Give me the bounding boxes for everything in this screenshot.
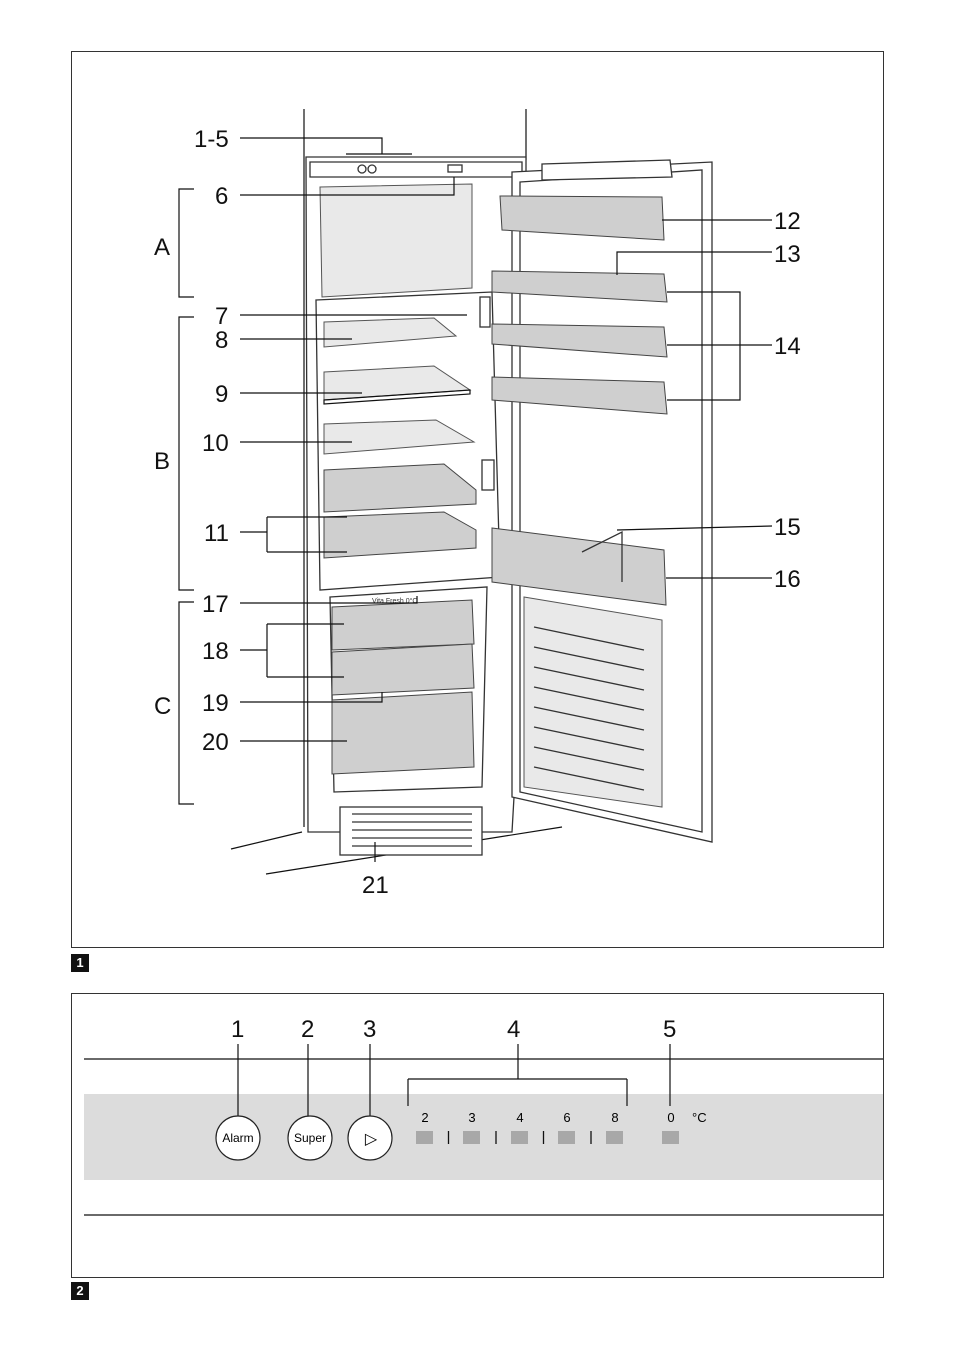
temp-scale-label-2: 2 [421, 1110, 428, 1125]
label-10: 10 [202, 430, 229, 457]
callout-4: 4 [507, 1016, 520, 1043]
zone-label-c: C [154, 693, 171, 720]
floor-line-left [230, 831, 303, 850]
temp-indicator-4 [511, 1131, 528, 1144]
temp-indicator-3 [463, 1131, 480, 1144]
temperature-scale: 2 3 4 6 8 [416, 1110, 623, 1144]
light-7 [479, 296, 491, 328]
appliance-door [491, 159, 713, 843]
vita-fresh-drawer-lower [331, 643, 475, 696]
label-20: 20 [202, 729, 229, 756]
temp-indicator-6 [558, 1131, 575, 1144]
temp-scale-label-8: 8 [611, 1110, 618, 1125]
zone-label-a: A [154, 234, 170, 261]
temp-scale-label-3: 3 [468, 1110, 475, 1125]
bracket-zone-a [178, 188, 194, 298]
temp-indicator-2 [416, 1131, 433, 1144]
zero-temp-indicator [662, 1131, 679, 1144]
bracket-zone-c [178, 601, 194, 805]
label-7: 7 [215, 303, 228, 330]
door-shelf-14b [491, 376, 668, 415]
butter-compartment-12 [499, 195, 665, 241]
control-panel-surface [84, 1094, 883, 1180]
callout-1: 1 [231, 1016, 244, 1043]
zone-label-b: B [154, 448, 170, 475]
zero-temp-label: 0 [667, 1110, 674, 1125]
glass-shelf-10 [323, 419, 476, 455]
vita-fresh-label: Vita Fresh 0°C [372, 597, 417, 605]
label-18: 18 [202, 638, 229, 665]
figure-1-appliance-overview: Vita Fresh 0°C [71, 51, 884, 948]
fast-freeze-switch [447, 164, 463, 173]
play-icon: ▷ [365, 1131, 378, 1148]
vegetable-container-upper [323, 463, 477, 513]
label-9: 9 [215, 381, 228, 408]
door-shelf-14a [491, 323, 668, 358]
alarm-button-label: Alarm [222, 1131, 253, 1145]
temp-scale-label-6: 6 [563, 1110, 570, 1125]
control-panel-drawing: 1 2 3 4 5 Alarm Super ▷ 2 3 4 6 8 0 °C [84, 1016, 883, 1216]
leader-4-bracket [407, 1044, 628, 1106]
label-12: 12 [774, 208, 801, 235]
vegetable-container-lower [323, 511, 477, 559]
bottle-holder-15 [581, 530, 623, 582]
label-8: 8 [215, 327, 228, 354]
figure-number-2: 2 [71, 1282, 89, 1300]
bracket-zone-b [178, 316, 194, 591]
label-11: 11 [204, 520, 229, 547]
callout-5: 5 [663, 1016, 676, 1043]
label-14: 14 [774, 333, 801, 360]
label-19: 19 [202, 690, 229, 717]
leader-lines [240, 137, 773, 862]
door-inner-panel [523, 596, 663, 808]
airflow-vent [481, 459, 495, 491]
door-handle [541, 159, 673, 181]
label-13: 13 [774, 241, 801, 268]
ventilation-grille [339, 806, 483, 856]
figure-2-control-panel: 1 2 3 4 5 Alarm Super ▷ 2 3 4 6 8 0 °C [71, 993, 884, 1278]
label-21: 21 [362, 872, 389, 899]
alarm-button[interactable]: Alarm [215, 1115, 261, 1161]
unit-label: °C [692, 1110, 707, 1125]
label-16: 16 [774, 566, 801, 593]
door-shelf-13 [491, 270, 668, 303]
super-button[interactable]: Super [287, 1115, 333, 1161]
label-1-5: 1-5 [194, 126, 229, 153]
temperature-select-button[interactable]: ▷ [347, 1115, 393, 1161]
label-15: 15 [774, 514, 801, 541]
drawer-20 [331, 691, 475, 775]
callout-3: 3 [363, 1016, 376, 1043]
label-17: 17 [202, 591, 229, 618]
super-button-label: Super [294, 1131, 326, 1145]
vita-fresh-drawer-upper [331, 599, 475, 651]
figure-number-1: 1 [71, 954, 89, 972]
temp-scale-label-4: 4 [516, 1110, 523, 1125]
temp-indicator-8 [606, 1131, 623, 1144]
label-6: 6 [215, 183, 228, 210]
compartment-a-frozen [319, 183, 473, 298]
cabinet-body: Vita Fresh 0°C [305, 156, 527, 856]
appliance-drawing: Vita Fresh 0°C [154, 109, 801, 899]
callout-2: 2 [301, 1016, 314, 1043]
